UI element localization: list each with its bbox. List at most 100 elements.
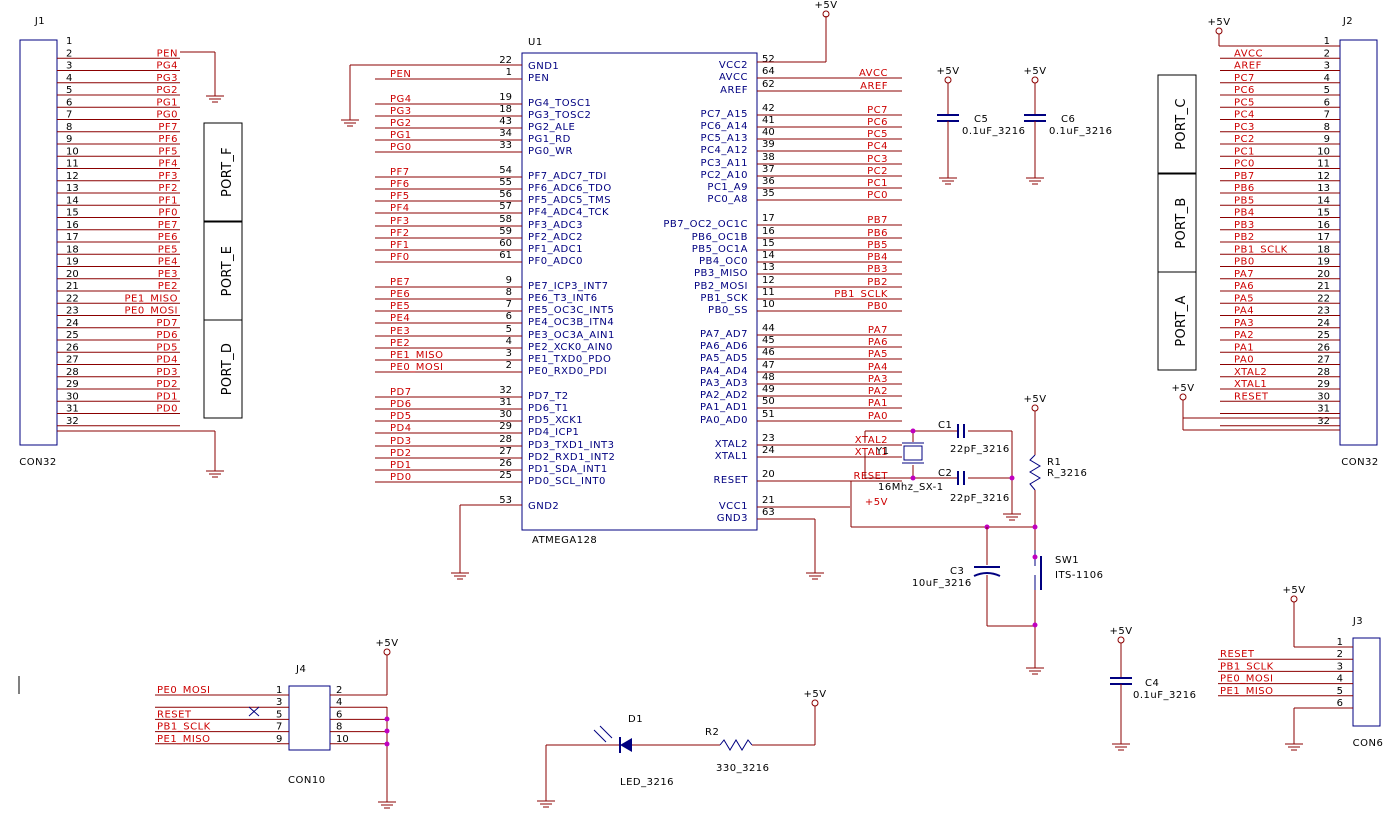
j4-pin-number: 10	[336, 734, 349, 745]
j2-net-label: PB1_SCLK	[1234, 244, 1288, 255]
u1-pin-number: 20	[762, 469, 775, 480]
j1-net-label: PD3	[156, 367, 178, 378]
u1-net-label: PE1_MISO	[390, 350, 444, 361]
y1-value: 16Mhz_SX-1	[878, 482, 944, 493]
power-icon	[1290, 595, 1298, 603]
u1-pin-number: 2	[506, 360, 512, 371]
u1-net-label: +5V	[865, 497, 888, 508]
u1-net-label: PD3	[390, 436, 412, 447]
u1-net-label: PD7	[390, 387, 412, 398]
u1-net-label: PC6	[867, 117, 888, 128]
u1-pin-number: 52	[762, 54, 775, 65]
u1-pin-name: PA1_AD1	[700, 402, 748, 413]
u1-pin-number: 53	[499, 495, 512, 506]
power-label: +5V	[1282, 585, 1305, 596]
j1-net-label: PEN	[157, 48, 178, 59]
u1-pin-name: PF2_ADC2	[528, 232, 583, 243]
u1-net-label: PD1	[390, 460, 412, 471]
u1-pin-name: PF3_ADC3	[528, 220, 583, 231]
r2-ref: R2	[705, 727, 719, 738]
u1-net-label: PE6	[390, 289, 410, 300]
j1-pin-number: 18	[66, 244, 79, 255]
u1-pin-name: PB2_MOSI	[694, 281, 748, 292]
u1-pin-number: 29	[499, 421, 512, 432]
j2-net-label: PB0	[1234, 257, 1255, 268]
u1-pin-number: 9	[506, 275, 512, 286]
u1-chip-body	[521, 52, 758, 531]
j1-net-label: PG2	[156, 85, 178, 96]
u1-pin-name: PD2_RXD1_INT2	[528, 452, 615, 463]
u1-pin-number: 48	[762, 372, 775, 383]
u1-net-label: PC5	[867, 129, 888, 140]
u1-net-label: PD2	[390, 448, 412, 459]
j1-net-label: PE7	[158, 220, 178, 231]
u1-pin-number: 62	[762, 79, 775, 90]
u1-pin-name: PF4_ADC4_TCK	[528, 207, 609, 218]
u1-net-label: PF6	[390, 179, 410, 190]
j2-pin-number: 25	[1317, 330, 1330, 341]
j2-pin-number: 5	[1324, 85, 1330, 96]
u1-pin-number: 13	[762, 262, 775, 273]
j2-pin-number: 1	[1324, 36, 1330, 47]
j1-net-label: PG0	[156, 110, 178, 121]
u1-pin-name: GND2	[528, 501, 559, 512]
u1-net-label: PC0	[867, 190, 888, 201]
u1-pin-name: AREF	[720, 85, 748, 96]
j1-port-box	[203, 319, 243, 419]
no-connect-icon	[248, 706, 260, 717]
j2-pin-number: 16	[1317, 220, 1330, 231]
j4-value: CON10	[288, 775, 326, 786]
u1-pin-number: 26	[499, 458, 512, 469]
j2-net-label: PA6	[1234, 281, 1254, 292]
u1-pin-name: PG4_TOSC1	[528, 98, 591, 109]
j1-net-label: PF5	[158, 146, 178, 157]
junction-dot	[384, 728, 390, 734]
u1-pin-number: 8	[506, 287, 512, 298]
j4-net-label: PB1_SCLK	[157, 722, 211, 733]
u1-pin-number: 24	[762, 445, 775, 456]
j2-net-label: PC0	[1234, 159, 1255, 170]
u1-pin-number: 33	[499, 140, 512, 151]
u1-pin-number: 44	[762, 323, 775, 334]
j4-net-label: PE1_MISO	[157, 734, 211, 745]
j3-net-label: PE1_MISO	[1220, 686, 1274, 697]
r1-value: R_3216	[1047, 468, 1087, 479]
j1-pin-number: 30	[66, 391, 79, 402]
j1-pin-number: 7	[66, 110, 72, 121]
j1-pin-number: 10	[66, 146, 79, 157]
j2-net-label: PB5	[1234, 195, 1255, 206]
u1-pin-name: PF6_ADC6_TDO	[528, 183, 612, 194]
u1-net-label: AVCC	[859, 68, 888, 79]
j2-port-label: PORT_A	[1174, 295, 1189, 346]
u1-net-label: PE2	[390, 338, 410, 349]
u1-pin-name: PA2_AD2	[700, 390, 748, 401]
u1-pin-number: 25	[499, 470, 512, 481]
j1-net-label: PF1	[158, 195, 178, 206]
j2-pin-number: 32	[1317, 416, 1330, 427]
u1-pin-number: 31	[499, 397, 512, 408]
u1-pin-number: 54	[499, 165, 512, 176]
u1-pin-name: PC1_A9	[707, 182, 748, 193]
u1-pin-name: PB3_MISO	[694, 268, 748, 279]
j1-net-label: PD4	[156, 355, 178, 366]
j2-pin-number: 2	[1324, 48, 1330, 59]
sw1-ref: SW1	[1055, 555, 1079, 566]
u1-pin-number: 4	[506, 336, 512, 347]
power-label: +5V	[936, 66, 959, 77]
u1-pin-number: 60	[499, 238, 512, 249]
u1-net-label: PF3	[390, 216, 410, 227]
u1-pin-number: 46	[762, 347, 775, 358]
c3-value: 10uF_3216	[912, 578, 972, 589]
u1-pin-number: 30	[499, 409, 512, 420]
u1-pin-number: 15	[762, 238, 775, 249]
u1-pin-name: VCC1	[719, 501, 748, 512]
j1-pin-number: 31	[66, 404, 79, 415]
u1-pin-name: XTAL2	[715, 439, 748, 450]
u1-net-label: PG4	[390, 94, 412, 105]
u1-net-label: PC7	[867, 105, 888, 116]
j2-pin-number: 6	[1324, 97, 1330, 108]
u1-net-label: PA1	[868, 398, 888, 409]
j2-net-label: PA1	[1234, 342, 1254, 353]
u1-net-label: PG3	[390, 106, 412, 117]
